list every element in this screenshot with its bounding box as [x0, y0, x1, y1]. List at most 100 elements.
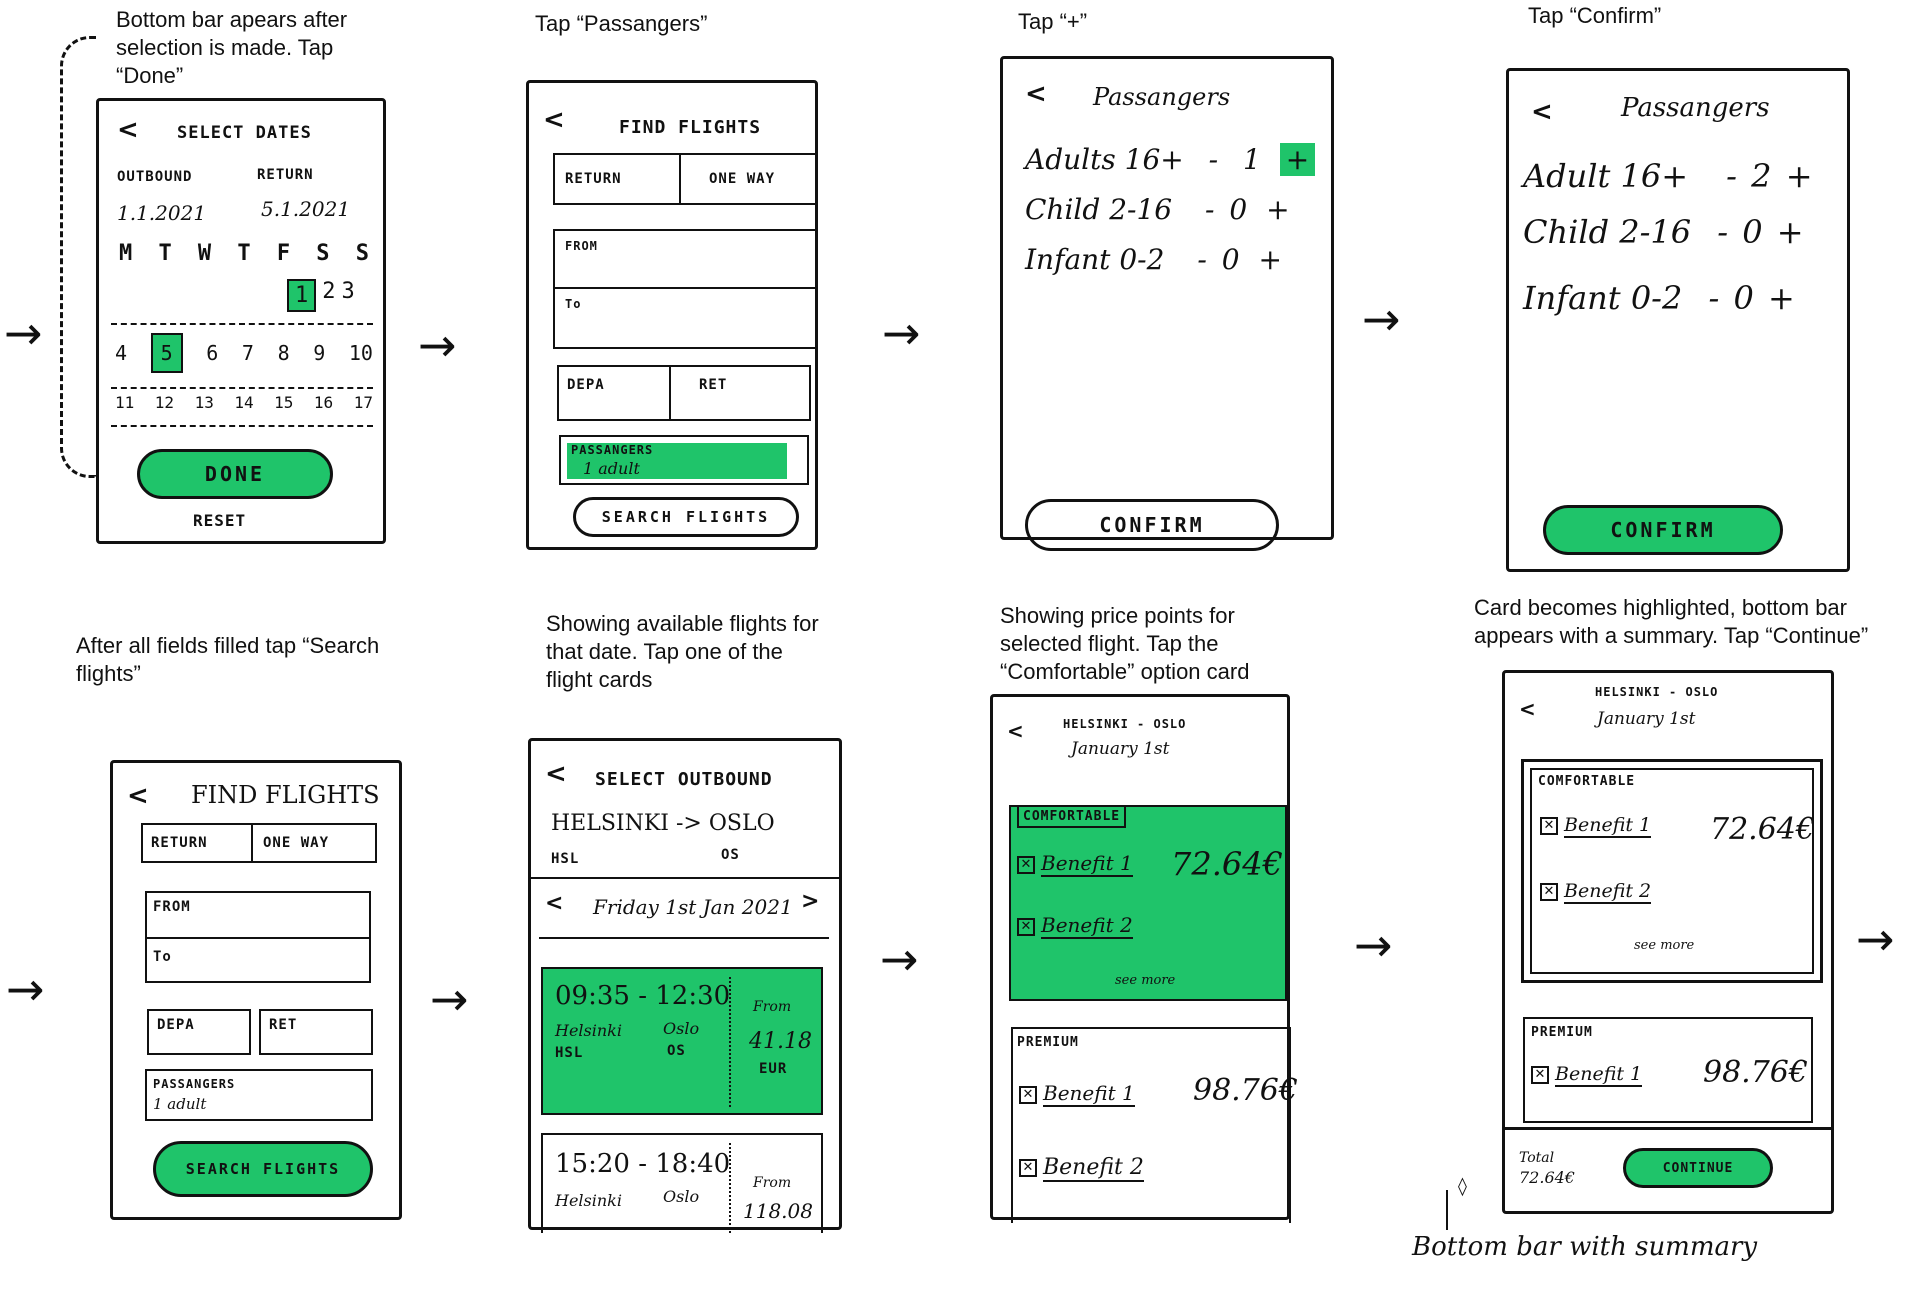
- tab-one-way[interactable]: ONE WAY: [263, 835, 330, 851]
- back-icon[interactable]: <: [543, 105, 565, 135]
- calendar-day[interactable]: 3: [341, 279, 355, 304]
- search-flights-button[interactable]: SEARCH FLIGHTS: [573, 497, 799, 537]
- checkbox-icon: ✕: [1019, 1159, 1037, 1177]
- price-card-comfortable-selected[interactable]: COMFORTABLE ✕Benefit 1 ✕Benefit 2 72.64€…: [1521, 759, 1823, 983]
- confirm-button[interactable]: CONFIRM: [1025, 499, 1279, 551]
- page-title: FIND FLIGHTS: [619, 117, 762, 138]
- price-card-premium[interactable]: PREMIUM ✕Benefit 1 ✕Benefit 2 98.76€: [1011, 1027, 1298, 1223]
- divider: [531, 877, 839, 879]
- minus-button[interactable]: -: [1205, 193, 1215, 226]
- price-card-comfortable[interactable]: COMFORTABLE ✕Benefit 1 ✕Benefit 2 72.64€…: [1009, 805, 1287, 1001]
- back-icon[interactable]: <: [545, 759, 567, 789]
- passenger-row: Adult 16+ - 2 +: [1523, 157, 1813, 195]
- weekday: F: [276, 241, 291, 266]
- back-icon[interactable]: <: [1519, 697, 1536, 721]
- flight-card[interactable]: 09:35 - 12:30 Helsinki Oslo HSL OS From …: [541, 967, 823, 1115]
- reset-button[interactable]: RESET: [193, 511, 247, 530]
- trip-type-toggle: RETURN ONE WAY: [141, 823, 377, 863]
- minus-button[interactable]: -: [1197, 243, 1207, 276]
- plus-button[interactable]: +: [1279, 143, 1316, 176]
- plus-button[interactable]: +: [1266, 193, 1290, 226]
- calendar-day[interactable]: 9: [313, 341, 326, 365]
- checkbox-icon: ✕: [1540, 817, 1558, 835]
- back-icon[interactable]: <: [1007, 719, 1024, 743]
- fare-price: 72.64€: [1171, 845, 1283, 883]
- calendar-day[interactable]: 12: [154, 393, 175, 412]
- see-more-link[interactable]: see more: [1634, 938, 1695, 953]
- passenger-count: 0: [1742, 213, 1763, 251]
- calendar-row-1: 1 2 3: [287, 279, 355, 312]
- passenger-row: Infant 0-2 - 0 +: [1025, 243, 1282, 276]
- flow-arrow: →: [1856, 912, 1895, 966]
- calendar-day[interactable]: 15: [274, 393, 294, 412]
- screen-find-flights-filled: < FIND FLIGHTS RETURN ONE WAY FROM To DE…: [110, 760, 402, 1220]
- checkbox-icon: ✕: [1531, 1066, 1549, 1084]
- calendar-day[interactable]: 2: [322, 279, 336, 304]
- passenger-row: Child 2-16 - 0 +: [1523, 213, 1804, 251]
- flight-date: January 1st: [1071, 739, 1170, 759]
- minus-button[interactable]: -: [1717, 213, 1729, 251]
- calendar-day[interactable]: 13: [194, 393, 214, 412]
- next-date-icon[interactable]: >: [801, 889, 820, 914]
- trip-type-toggle: RETURN ONE WAY: [553, 153, 817, 205]
- back-icon[interactable]: <: [1531, 97, 1553, 127]
- to-field[interactable]: To: [145, 937, 371, 983]
- flow-arrow: →: [880, 932, 919, 986]
- departure-field[interactable]: DEPA: [557, 365, 671, 421]
- calendar-day[interactable]: 8: [277, 341, 290, 365]
- caption-step-8: Card becomes highlighted, bottom bar app…: [1474, 595, 1869, 648]
- return-date-field[interactable]: RET: [259, 1009, 373, 1055]
- plus-button[interactable]: +: [1258, 243, 1282, 276]
- caption-step-1: Bottom bar apears after selection is mad…: [116, 7, 348, 88]
- from-field[interactable]: FROM: [553, 229, 817, 289]
- calendar-day[interactable]: 7: [241, 341, 254, 365]
- continue-button[interactable]: CONTINUE: [1623, 1148, 1773, 1188]
- calendar-day[interactable]: 16: [313, 393, 334, 412]
- back-icon[interactable]: <: [127, 781, 149, 811]
- tab-divider: [251, 825, 253, 861]
- tab-one-way[interactable]: ONE WAY: [709, 171, 776, 187]
- to-field[interactable]: To: [553, 287, 817, 349]
- minus-button[interactable]: -: [1708, 279, 1720, 317]
- return-date-field[interactable]: RET: [669, 365, 811, 421]
- passenger-count: 0: [1221, 243, 1240, 276]
- calendar-day[interactable]: 11: [115, 393, 135, 412]
- passengers-field[interactable]: PASSANGERS 1 adult: [145, 1069, 373, 1121]
- weekday: S: [355, 241, 369, 266]
- calendar-day[interactable]: 14: [234, 393, 254, 412]
- search-flights-button[interactable]: SEARCH FLIGHTS: [153, 1141, 373, 1197]
- flight-card[interactable]: 15:20 - 18:40 Helsinki Oslo From 118.08: [541, 1133, 823, 1233]
- passenger-type: Infant 0-2: [1025, 243, 1165, 276]
- from-field[interactable]: FROM: [145, 891, 371, 939]
- calendar-day[interactable]: 17: [353, 393, 373, 412]
- calendar-day-selected[interactable]: 1: [287, 279, 317, 312]
- back-icon[interactable]: <: [117, 115, 139, 145]
- tab-return[interactable]: RETURN: [151, 835, 208, 851]
- calendar-divider: [111, 425, 373, 427]
- card-divider: [729, 977, 731, 1107]
- calendar-day-selected[interactable]: 5: [150, 333, 183, 373]
- flight-time: 15:20 - 18:40: [555, 1149, 731, 1179]
- benefit-text: Benefit 1: [1555, 1063, 1643, 1087]
- back-icon[interactable]: <: [1025, 79, 1047, 109]
- tab-return[interactable]: RETURN: [565, 171, 622, 187]
- confirm-button[interactable]: CONFIRM: [1543, 505, 1783, 555]
- see-more-link[interactable]: see more: [1115, 973, 1176, 988]
- prev-date-icon[interactable]: <: [545, 891, 564, 916]
- passenger-row: Adults 16+ - 1 +: [1025, 143, 1316, 176]
- departure-label: DEPA: [157, 1017, 195, 1033]
- minus-button[interactable]: -: [1208, 143, 1219, 176]
- departure-field[interactable]: DEPA: [147, 1009, 251, 1055]
- calendar-day[interactable]: 6: [206, 341, 219, 365]
- plus-button[interactable]: +: [1785, 157, 1813, 195]
- screen-passengers-updated: < Passangers Adult 16+ - 2 + Child 2-16 …: [1506, 68, 1850, 572]
- plus-button[interactable]: +: [1768, 279, 1795, 317]
- calendar-day[interactable]: 4: [115, 341, 128, 365]
- flight-origin: Helsinki: [555, 1021, 622, 1040]
- calendar-day[interactable]: 10: [348, 341, 373, 365]
- minus-button[interactable]: -: [1726, 157, 1737, 195]
- price-card-premium[interactable]: PREMIUM ✕Benefit 1 98.76€: [1523, 1017, 1813, 1123]
- plus-button[interactable]: +: [1776, 213, 1804, 251]
- passengers-field[interactable]: PASSANGERS 1 adult: [559, 435, 809, 485]
- done-button[interactable]: DONE: [137, 449, 333, 499]
